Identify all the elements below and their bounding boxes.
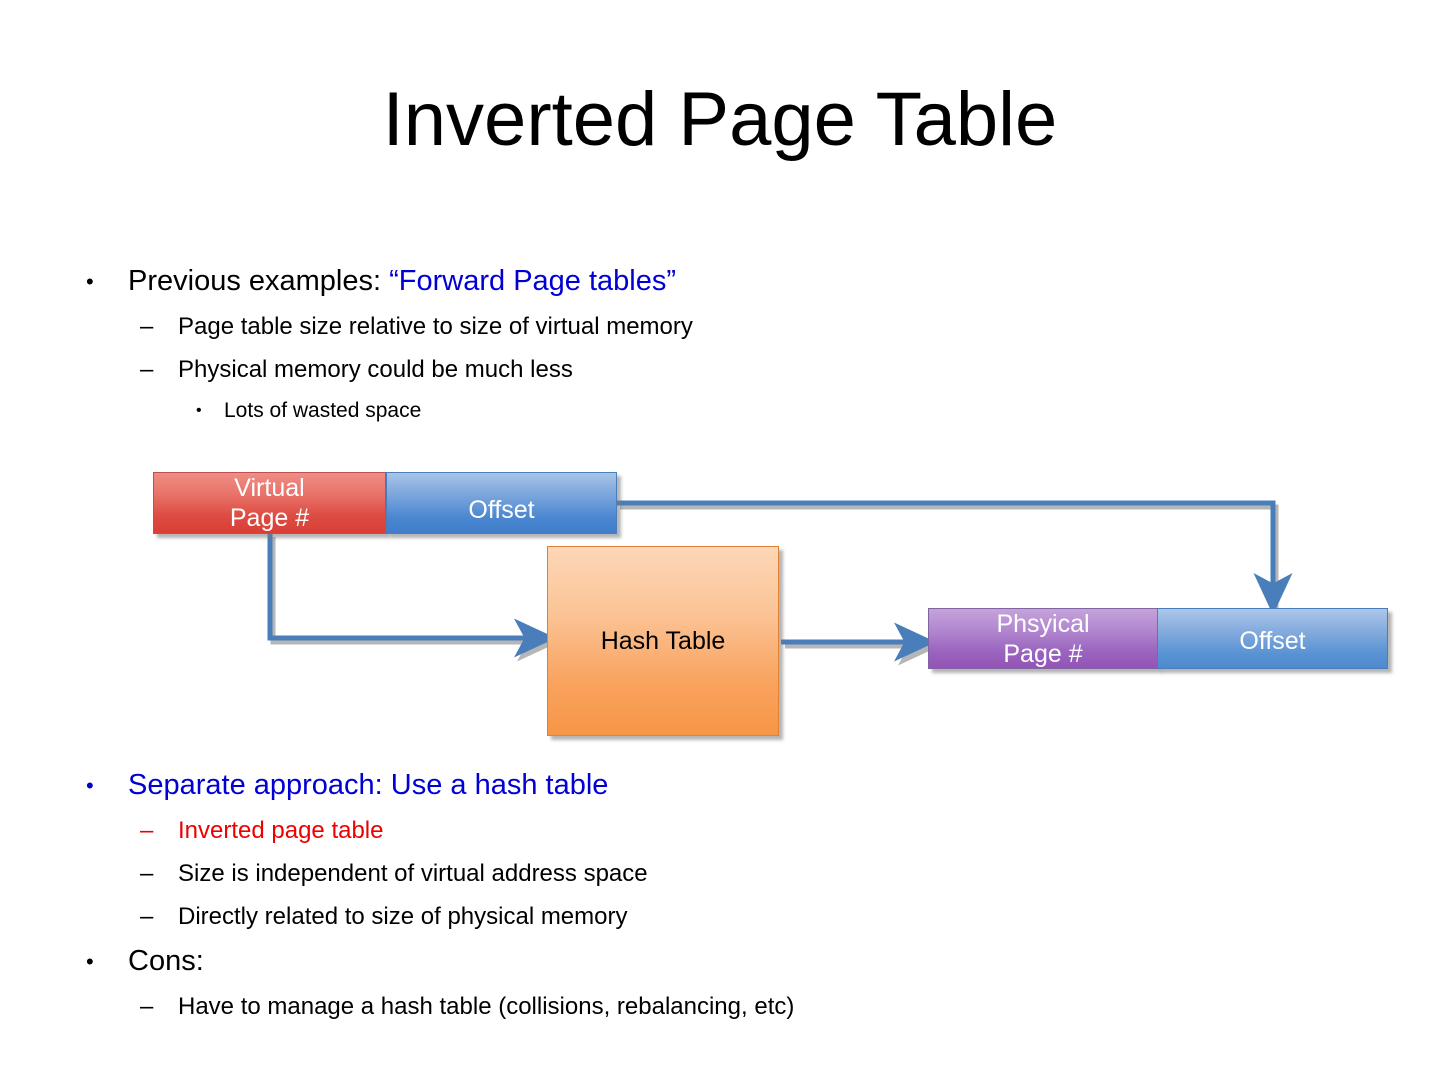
bullet-text: Size is independent of virtual address s…	[178, 852, 648, 895]
bullet-marker-icon: –	[140, 313, 154, 340]
bullet-marker-icon: –	[140, 356, 154, 383]
bullet-marker-icon: –	[140, 860, 154, 887]
bullet-text-segment: Previous examples:	[128, 265, 390, 297]
bullet-list-bottom: •Separate approach: Use a hash table–Inv…	[78, 762, 1378, 1028]
bullet-item: • Separate approach: Use a hash table	[78, 762, 1378, 809]
bullet-item: –Have to manage a hash table (collisions…	[78, 985, 1378, 1028]
bullet-item: –Physical memory could be much less	[78, 348, 1378, 391]
bullet-text-segment: Page table size relative to size of virt…	[178, 313, 693, 340]
bullet-marker-icon: –	[140, 903, 154, 930]
hash-table-box[interactable]: Hash Table	[547, 546, 779, 736]
bullet-marker-icon: •	[196, 402, 202, 419]
bullet-text: Lots of wasted space	[224, 391, 421, 430]
bullet-item: –Directly related to size of physical me…	[78, 895, 1378, 938]
bullet-marker-icon: –	[140, 993, 154, 1020]
bullet-item: –Page table size relative to size of vir…	[78, 305, 1378, 348]
bullet-item: • Lots of wasted space	[78, 391, 1378, 430]
bullet-marker-icon: •	[86, 949, 94, 974]
connector-virtual-page-to-hash-table	[267, 533, 557, 658]
virtual-offset-box[interactable]: Offset	[386, 472, 617, 534]
bullet-text: Separate approach: Use a hash table	[128, 762, 608, 809]
bullet-marker-icon: –	[140, 817, 154, 844]
bullet-text-segment: Physical memory could be much less	[178, 356, 573, 383]
bullet-marker-icon: •	[86, 773, 94, 798]
bullet-text: Directly related to size of physical mem…	[178, 895, 627, 938]
bullet-text: Have to manage a hash table (collisions,…	[178, 985, 794, 1028]
bullet-text-segment: Size is independent of virtual address s…	[178, 860, 648, 887]
connector-offset-to-offset	[617, 500, 1293, 616]
bullet-text: Page table size relative to size of virt…	[178, 305, 693, 348]
bullet-text-segment: Separate approach: Use a hash table	[128, 769, 609, 801]
bullet-text: Inverted page table	[178, 809, 384, 852]
physical-offset-label: Offset	[1239, 626, 1306, 655]
page-title: Inverted Page Table	[382, 77, 1058, 162]
bullet-text-segment: Inverted page table	[178, 817, 384, 844]
bullet-item: –Inverted page table	[78, 809, 1378, 852]
physical-offset-box[interactable]: Offset	[1157, 608, 1388, 669]
bullet-text: Cons:	[128, 938, 204, 985]
bullet-item: • Cons:	[78, 938, 1378, 985]
bullet-text-segment: Cons:	[128, 945, 204, 977]
bullet-text: Previous examples: “Forward Page tables”	[128, 258, 676, 305]
bullet-item: • Previous examples: “Forward Page tables…	[78, 258, 1378, 305]
bullet-text-segment: Directly related to size of physical mem…	[178, 903, 628, 930]
virtual-offset-label: Offset	[468, 496, 535, 524]
bullet-text: Physical memory could be much less	[178, 348, 573, 391]
bullet-marker-icon: •	[86, 269, 94, 294]
bullet-item: –Size is independent of virtual address …	[78, 852, 1378, 895]
bullet-text-segment: Have to manage a hash table (collisions,…	[178, 993, 795, 1020]
bullet-text-segment: “Forward Page tables”	[389, 265, 677, 297]
bullet-text-segment: Lots of wasted space	[224, 399, 422, 422]
hash-table-label: Hash Table	[600, 626, 726, 655]
bullet-list-top: • Previous examples: “Forward Page tables…	[78, 258, 1378, 430]
